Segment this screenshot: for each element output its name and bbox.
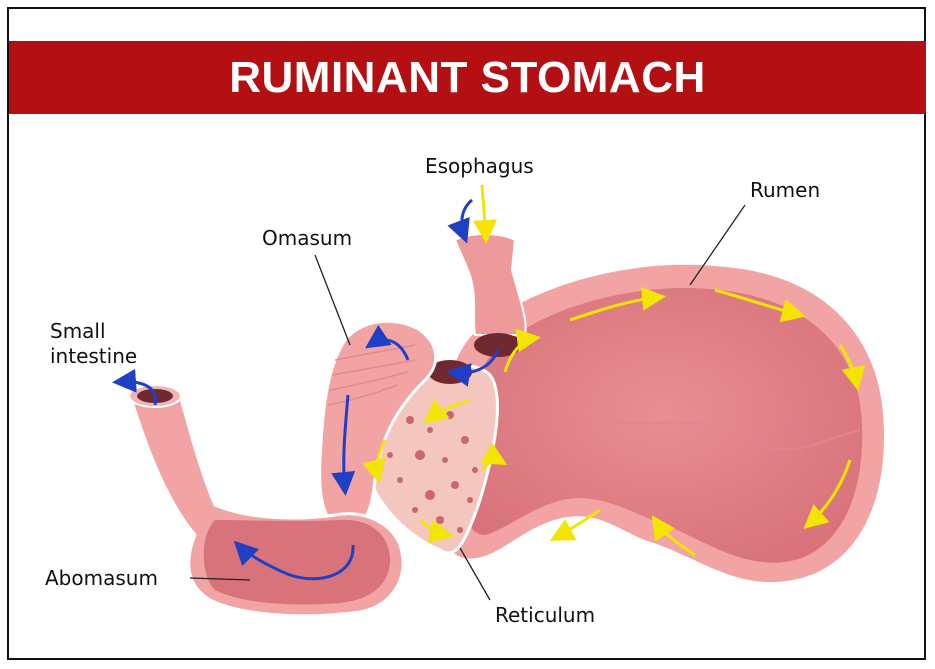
label-rumen: Rumen (750, 178, 820, 202)
label-omasum: Omasum (262, 226, 352, 250)
leader-line-omasum (315, 255, 350, 345)
label-abomasum: Abomasum (45, 566, 158, 590)
label-small-intestine-line1: Small (50, 319, 106, 343)
flow-arrow-esophagus (462, 200, 472, 238)
label-esophagus: Esophagus (425, 154, 534, 178)
flow-arrow-food-esophagus (482, 185, 486, 238)
label-reticulum: Reticulum (495, 603, 595, 627)
label-small-intestine-line2: intestine (50, 344, 137, 368)
